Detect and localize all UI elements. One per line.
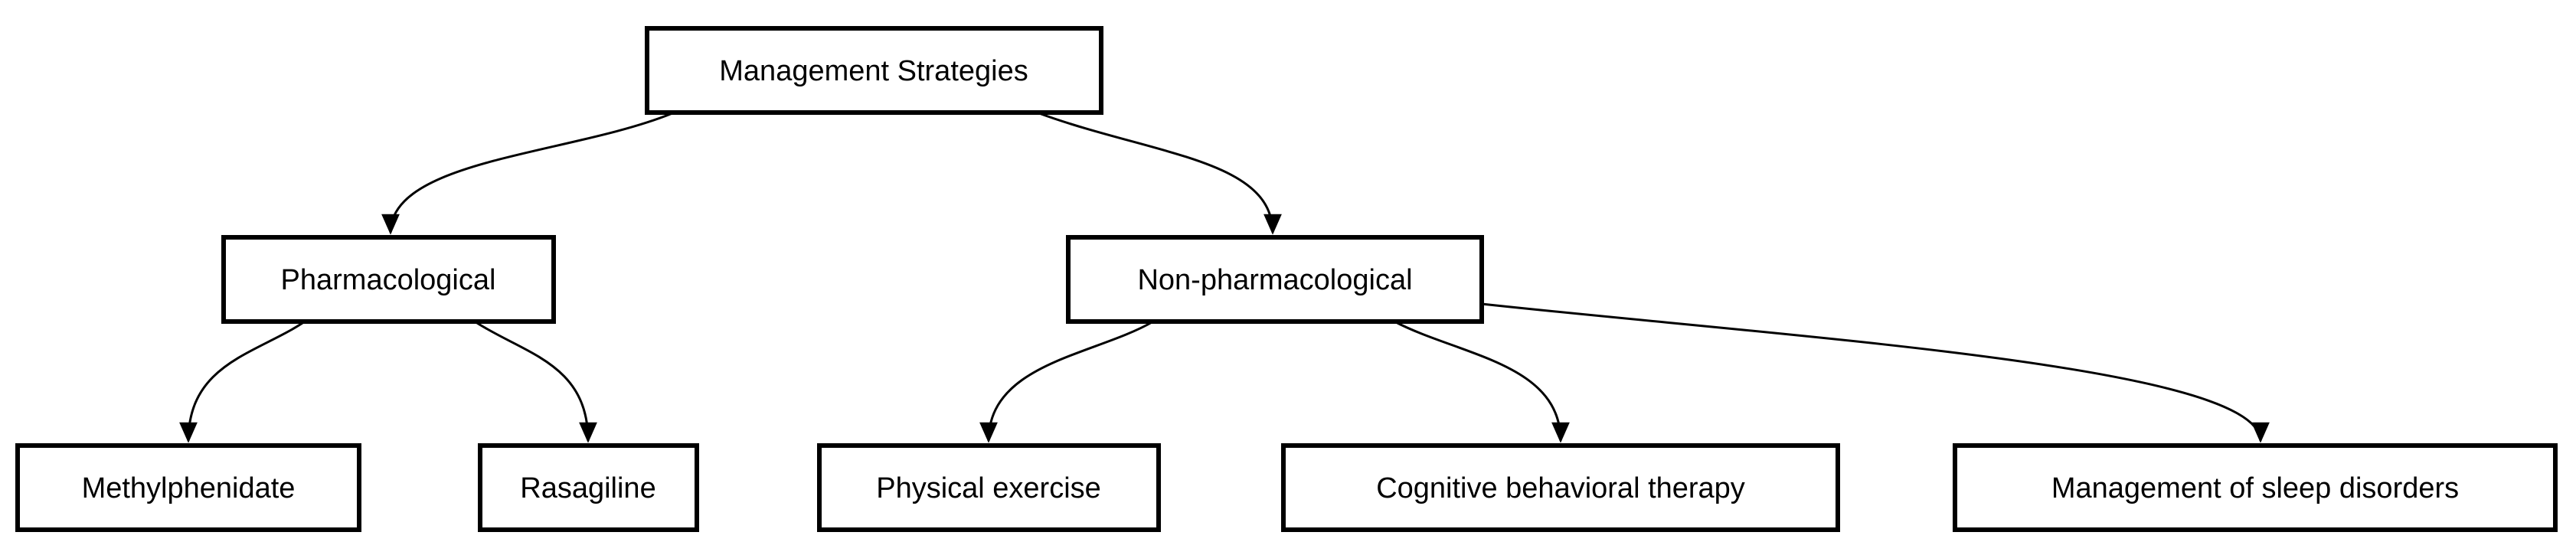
physical-exercise-box	[817, 443, 1161, 532]
node-physical-exercise: Physical exercise	[817, 443, 1161, 532]
edge-pharmacological-to-methylphenidate	[179, 320, 306, 443]
cognitive-behavioral-therapy-box	[1281, 443, 1840, 532]
management-of-sleep-disorders-label: Management of sleep disorders	[2051, 472, 2459, 504]
node-methylphenidate: Methylphenidate	[15, 443, 361, 532]
edge-non-pharmacological-to-management-of-sleep-disorders	[1481, 302, 2270, 443]
methylphenidate-box	[15, 443, 361, 532]
node-layer: Management Strategies Pharmacological No…	[15, 26, 2558, 532]
physical-exercise-label: Physical exercise	[876, 472, 1101, 504]
node-pharmacological: Pharmacological	[221, 235, 556, 324]
node-rasagiline: Rasagiline	[478, 443, 699, 532]
edge-non-pharmacological-to-cognitive-behavioral-therapy	[1394, 320, 1570, 443]
rasagiline-label: Rasagiline	[520, 472, 655, 504]
methylphenidate-label: Methylphenidate	[82, 472, 296, 504]
edge-management-strategies-to-pharmacological	[381, 112, 673, 235]
management-strategies-label: Management Strategies	[719, 55, 1028, 87]
cognitive-behavioral-therapy-label: Cognitive behavioral therapy	[1376, 472, 1745, 504]
edge-management-strategies-to-non-pharmacological	[1038, 112, 1282, 235]
edge-pharmacological-to-rasagiline	[474, 320, 597, 443]
pharmacological-label: Pharmacological	[281, 264, 496, 296]
management-of-sleep-disorders-box	[1953, 443, 2558, 532]
non-pharmacological-label: Non-pharmacological	[1137, 264, 1412, 296]
rasagiline-box	[478, 443, 699, 532]
pharmacological-box	[221, 235, 556, 324]
node-management-of-sleep-disorders: Management of sleep disorders	[1953, 443, 2558, 532]
edge-layer	[179, 112, 2270, 443]
node-non-pharmacological: Non-pharmacological	[1066, 235, 1484, 324]
management-strategies-box	[645, 26, 1103, 115]
edge-non-pharmacological-to-physical-exercise	[979, 320, 1154, 443]
node-cognitive-behavioral-therapy: Cognitive behavioral therapy	[1281, 443, 1840, 532]
node-management-strategies: Management Strategies	[645, 26, 1103, 115]
non-pharmacological-box	[1066, 235, 1484, 324]
